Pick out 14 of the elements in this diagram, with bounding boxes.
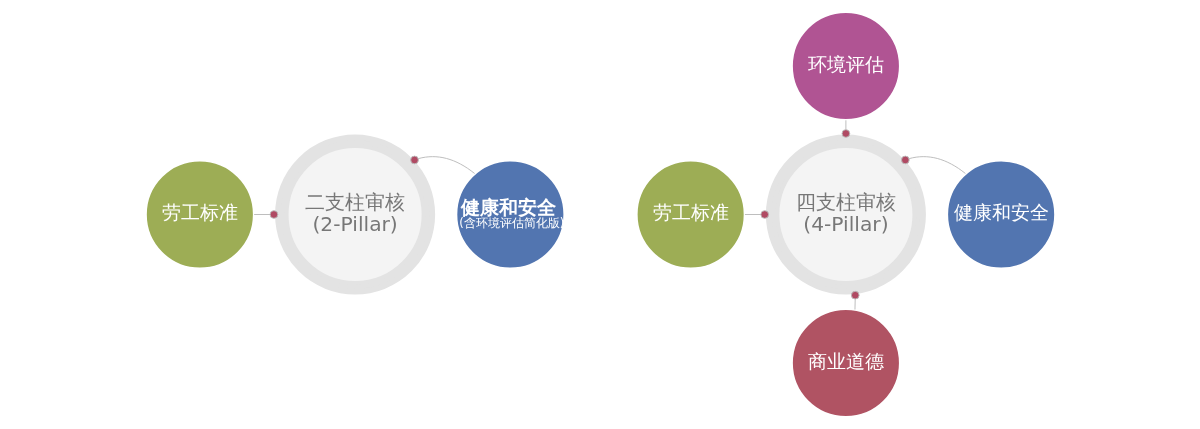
node-circle: 劳工标准	[144, 159, 255, 270]
connector	[900, 155, 966, 174]
connector	[841, 119, 850, 138]
node-circle: 二支柱审核 (2-Pillar)	[274, 134, 435, 295]
connector	[253, 210, 278, 219]
node-circle: 商业道德	[790, 308, 901, 418]
node-circle: 健康和安全	[945, 159, 1056, 270]
node-circle: 四支柱审核 (4-Pillar)	[765, 134, 926, 295]
connector	[409, 155, 475, 174]
node-circle: 健康和安全 (含环境评估简化版)	[454, 159, 565, 270]
node-circle: 劳工标准	[635, 159, 746, 270]
node-circle: 环境评估	[790, 11, 901, 121]
connector	[743, 210, 769, 219]
connector	[850, 290, 860, 310]
